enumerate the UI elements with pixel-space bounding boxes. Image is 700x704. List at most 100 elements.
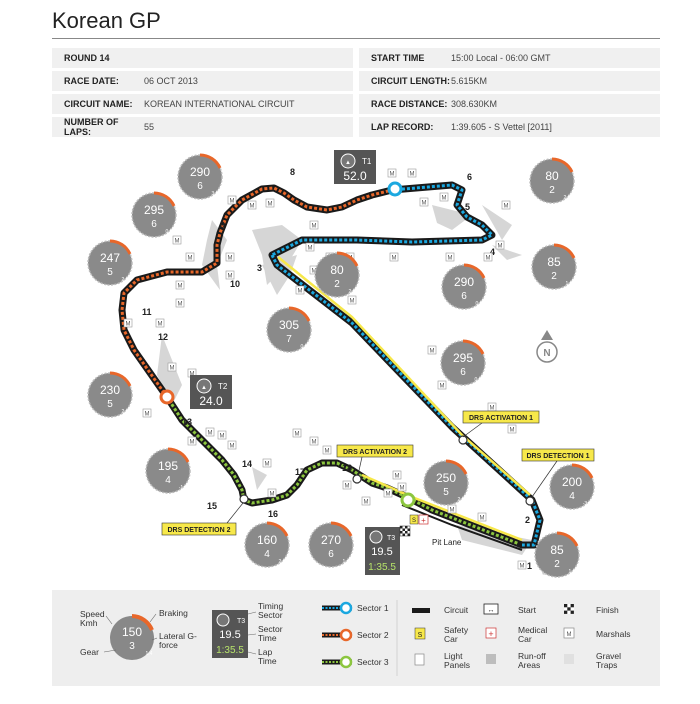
gauge-g-force: -1.0 xyxy=(179,485,188,491)
svg-text:M: M xyxy=(228,256,233,262)
svg-text:M: M xyxy=(498,244,503,250)
gauge-speed: 80 xyxy=(330,263,344,277)
timing-label: T3 xyxy=(387,535,395,542)
marshal-post-icon: M xyxy=(392,470,402,480)
svg-text:M: M xyxy=(486,256,491,262)
marshal-post-icon: M xyxy=(507,424,517,434)
legend-braking-label: Braking xyxy=(159,608,188,618)
legend-sector1-swatch xyxy=(322,601,353,615)
timing-label: T2 xyxy=(218,382,228,391)
timing-box-t3: T3 19.5 1:35.5 xyxy=(365,527,400,575)
gauge-g-force: 3.5 xyxy=(212,191,219,197)
marshal-post-icon: M xyxy=(445,252,455,262)
svg-text:M: M xyxy=(190,440,195,446)
marshal-post-icon: M xyxy=(361,496,371,506)
legend-sector3-swatch xyxy=(322,655,353,669)
gauge-g-force: 1.0 xyxy=(569,569,576,575)
legend-runoff-swatch xyxy=(486,654,496,664)
svg-text:M: M xyxy=(395,474,400,480)
pit-lane-path xyxy=(401,504,523,551)
svg-text:M: M xyxy=(270,492,275,498)
legend-gear-label: Gear xyxy=(80,647,99,657)
legend-gravel-label: Gravel Traps xyxy=(596,651,622,670)
marshal-post-icon: M xyxy=(175,298,185,308)
legend-circuit-swatch xyxy=(412,608,430,613)
drs-marker xyxy=(458,435,468,445)
gauge-gear: 6 xyxy=(460,367,466,378)
svg-text:M: M xyxy=(392,256,397,262)
turn-number: 16 xyxy=(268,509,278,519)
gauge-gear: 5 xyxy=(107,399,113,410)
svg-text:DRS DETECTION 1: DRS DETECTION 1 xyxy=(526,453,589,460)
marshal-post-icon: M xyxy=(347,295,357,305)
finish-flag-icon xyxy=(399,525,411,537)
gauge-g-force: -3.0 xyxy=(583,501,592,507)
gauge-speed: 247 xyxy=(100,251,120,265)
svg-text:+: + xyxy=(421,516,426,525)
gauge-gear: 2 xyxy=(334,279,340,290)
turn-number: 2 xyxy=(525,515,530,525)
gauge-speed: 195 xyxy=(158,459,178,473)
legend-circuit-label: Circuit xyxy=(444,605,469,615)
legend-lateral-label: Lateral G-force xyxy=(159,631,197,650)
marshal-post-icon: M xyxy=(185,252,195,262)
turn-number: 8 xyxy=(290,167,295,177)
svg-text:▲: ▲ xyxy=(201,385,207,391)
sector-time: 52.0 xyxy=(343,169,367,183)
turn-number: 15 xyxy=(207,501,217,511)
marshal-post-icon: M xyxy=(483,252,493,262)
turn-number: 10 xyxy=(230,279,240,289)
svg-text:150: 150 xyxy=(122,625,142,639)
legend-sector2-swatch xyxy=(322,628,353,642)
marshal-post-icon: M xyxy=(175,280,185,290)
gauge-speed: 290 xyxy=(190,165,210,179)
legend-runoff-label: Run-off Areas xyxy=(518,651,546,670)
marshal-post-icon: M xyxy=(247,200,257,210)
gauge-gear: 4 xyxy=(165,475,171,486)
gauge-gear: 4 xyxy=(569,491,575,502)
marshal-post-icon: M xyxy=(517,560,527,570)
svg-text:M: M xyxy=(325,449,330,455)
legend-finish-flag-icon xyxy=(564,604,574,614)
sector3-track xyxy=(163,393,526,549)
turn-number: 4 xyxy=(490,247,495,257)
lap-time: 1:35.5 xyxy=(368,562,396,573)
drs-marker xyxy=(352,474,362,484)
svg-text:S: S xyxy=(412,518,416,524)
svg-text:M: M xyxy=(230,444,235,450)
svg-text:↔: ↔ xyxy=(488,607,495,614)
info-round: ROUND 14 xyxy=(52,48,353,68)
gauge-g-force: 2.0 xyxy=(564,195,571,201)
svg-text:M: M xyxy=(567,632,572,638)
info-circuit-length: CIRCUIT LENGTH:5.615KM xyxy=(359,71,660,91)
marshal-post-icon: M xyxy=(439,192,449,202)
timing-label: T1 xyxy=(362,157,372,166)
gauge-g-force: 0.1 xyxy=(475,377,482,383)
svg-text:DRS DETECTION 2: DRS DETECTION 2 xyxy=(167,527,230,534)
gauge-speed: 250 xyxy=(436,471,456,485)
turn-number: 5 xyxy=(465,202,470,212)
gauge-gear: 7 xyxy=(286,334,292,345)
marshal-post-icon: M xyxy=(225,252,235,262)
sector-time: 19.5 xyxy=(371,546,392,558)
turn-number: 13 xyxy=(182,417,192,427)
info-circuit-name: CIRCUIT NAME:KOREAN INTERNATIONAL CIRCUI… xyxy=(52,94,353,114)
svg-text:▲: ▲ xyxy=(345,160,351,166)
pit-lane-label: Pit Lane xyxy=(432,538,462,547)
svg-text:M: M xyxy=(188,256,193,262)
gauge-speed: 230 xyxy=(100,383,120,397)
legend-medical-car-icon: + xyxy=(485,627,497,639)
gauge-g-force: 1.0 xyxy=(566,281,573,287)
svg-text:T3: T3 xyxy=(237,618,245,625)
legend-safety-car-icon: S xyxy=(414,627,426,640)
gauge-gear: 6 xyxy=(151,219,157,230)
marshal-post-icon: M xyxy=(205,427,215,437)
svg-text:M: M xyxy=(440,384,445,390)
svg-text:M: M xyxy=(175,239,180,245)
